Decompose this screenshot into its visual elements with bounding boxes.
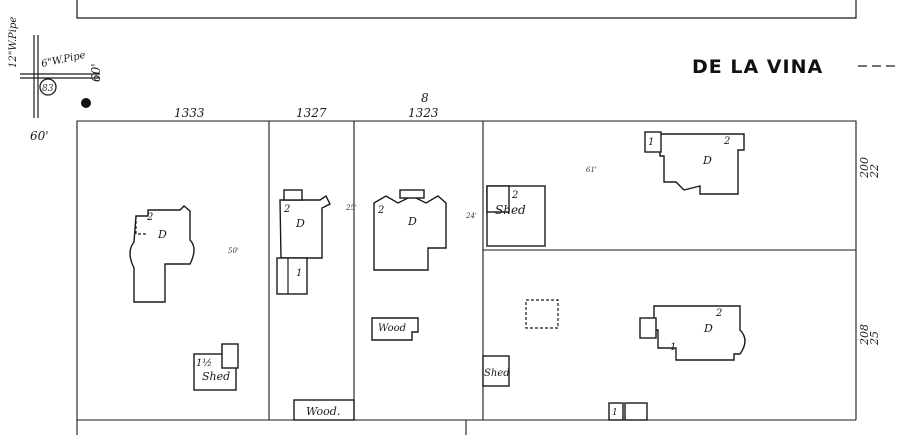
shed-upper-right-stories: 2 <box>511 190 518 201</box>
pipe-12-label: 12"W.Pipe <box>8 17 19 68</box>
shed-1333: Shed 1½ <box>193 343 239 391</box>
address-1327: 1327 <box>296 106 327 120</box>
dwelling-1333: D 2 50' <box>129 205 239 303</box>
dwelling-1323-stories: 2 <box>377 205 384 216</box>
dwelling-1327-stories: 2 <box>283 204 290 215</box>
dwelling-1327: D 2 1 25' <box>276 189 357 295</box>
water-pipe-group: 83 12"W.Pipe 6"W.Pipe 60' 60' <box>8 17 103 143</box>
shed-upper-right: Shed 2 61' <box>486 166 597 247</box>
right-address-22: 22 <box>868 164 881 179</box>
dwelling-lower-right-type: D <box>703 322 713 335</box>
dwelling-lower-right: D 2 1 <box>639 305 746 361</box>
dashed-outbuilding <box>525 299 559 329</box>
street-label: DE LA VINA <box>692 56 823 78</box>
upper-block-boundary <box>76 0 857 19</box>
dwelling-upper-right-rear-stories: 1 <box>648 137 654 148</box>
right-address-25: 25 <box>868 331 881 346</box>
dwelling-upper-right-stories: 2 <box>723 136 730 147</box>
address-1323: 1323 <box>408 106 439 120</box>
dwelling-1327-type: D <box>295 217 305 230</box>
hydrant-number: 83 <box>42 84 54 94</box>
dwelling-upper-right: D 2 1 <box>644 131 745 195</box>
dwelling-1333-type: D <box>157 228 167 241</box>
shed-upper-right-label: Shed <box>495 203 526 217</box>
small-rear-units: 1 <box>608 402 648 421</box>
wood-shed-1323-label: Wood <box>378 323 406 334</box>
dwelling-lower-right-rear-stories: 1 <box>670 342 676 353</box>
address-1333: 1333 <box>174 106 205 120</box>
dim-24: 24' <box>465 212 477 220</box>
fire-hydrant-symbol <box>39 78 57 96</box>
street-width-label-a: 60' <box>89 63 103 82</box>
shed-1333-stories: 1½ <box>196 358 212 369</box>
right-address-200: 200 <box>858 157 871 179</box>
shed-lower-right-label: Shed <box>484 368 510 379</box>
pipe-6-label: 6"W.Pipe <box>40 50 86 70</box>
corner-marker-dot <box>81 98 91 108</box>
dim-25: 25' <box>345 204 357 212</box>
dwelling-upper-right-type: D <box>702 154 712 167</box>
street-width-label-b: 60' <box>30 129 49 143</box>
shed-1333-label: Shed <box>202 370 230 383</box>
dwelling-lower-right-stories: 2 <box>715 308 722 319</box>
dwelling-1323: D 2 24' <box>373 189 477 271</box>
dwelling-1323-type: D <box>407 215 417 228</box>
dim-50: 50' <box>228 247 239 255</box>
dim-61: 61' <box>586 166 597 174</box>
wood-shed-1327: Wood. <box>293 399 355 421</box>
wood-shed-1327-label: Wood. <box>306 405 340 418</box>
block-number: 8 <box>421 91 429 105</box>
dwelling-1327-rear-stories: 1 <box>296 268 302 279</box>
shed-lower-right: Shed <box>482 355 510 387</box>
wood-shed-1323: Wood <box>371 317 419 341</box>
rear-unit-stories: 1 <box>612 408 618 418</box>
dwelling-1333-stories: 2 <box>146 212 153 223</box>
right-address-208: 208 <box>858 324 871 346</box>
